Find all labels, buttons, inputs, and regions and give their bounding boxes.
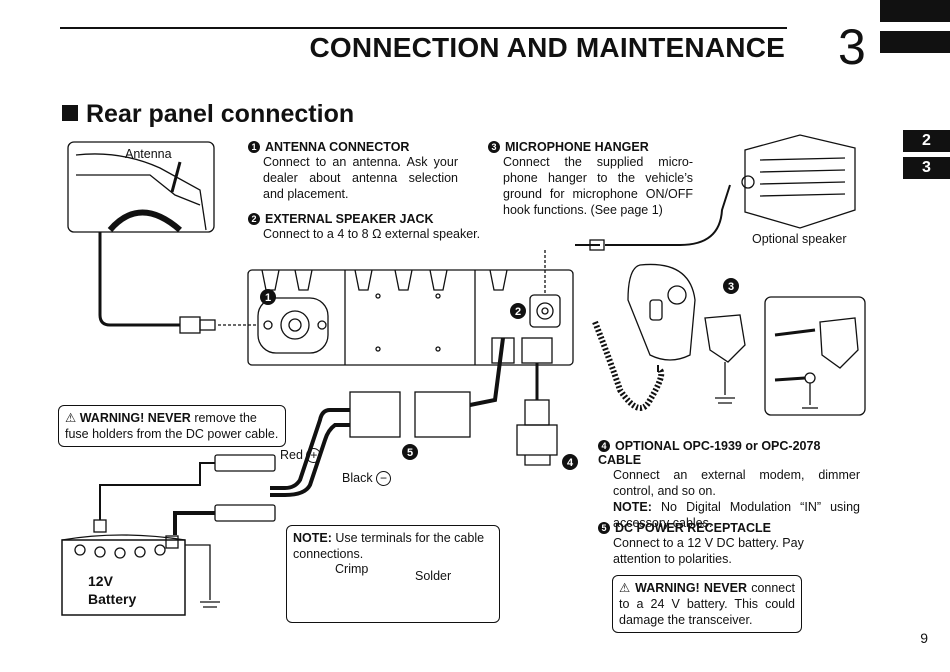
fuse-holder-left	[349, 391, 401, 438]
dc-power-cable	[469, 337, 505, 407]
antenna-connector	[280, 310, 310, 340]
chapter-title: CONNECTION AND MAINTENANCE	[309, 32, 785, 63]
minus-icon: −	[376, 471, 392, 486]
marker-2-circle	[510, 303, 526, 319]
microphone-hanger	[704, 314, 746, 363]
header-bar-bottom	[880, 31, 950, 53]
car-wheel	[107, 209, 182, 233]
warning-triangle-icon: ⚠	[65, 411, 77, 425]
fuse-holder-right	[414, 391, 471, 438]
microphone	[627, 263, 696, 361]
marker-2: 2	[515, 306, 521, 318]
antenna-mast	[170, 161, 182, 193]
black-label: Black −	[342, 471, 392, 486]
speaker-cable	[575, 184, 731, 246]
crimp-label: Crimp	[335, 562, 369, 576]
side-tab-2[interactable]: 2	[903, 130, 950, 152]
marker-4: 4	[567, 457, 574, 469]
plus-icon: +	[306, 448, 322, 463]
header-bar-top	[880, 0, 950, 22]
antenna-plug-tip	[199, 319, 216, 331]
marker-1-circle	[260, 289, 276, 305]
optional-speaker	[744, 134, 856, 229]
optional-speaker-label: Optional speaker	[752, 232, 847, 246]
fuse-warning: ⚠ WARNING! NEVER remove the fuse holders…	[58, 405, 286, 447]
antenna-plug	[179, 316, 201, 334]
speaker-jack	[536, 302, 554, 320]
car-outline	[75, 153, 207, 231]
marker-5: 5	[407, 447, 413, 459]
side-tab-3[interactable]: 3	[903, 157, 950, 179]
fuse-red	[214, 454, 276, 472]
chapter-number: 3	[838, 19, 866, 75]
hanger-detail-box	[764, 296, 866, 416]
section-square-icon	[62, 105, 78, 121]
marker-4-circle	[562, 454, 578, 470]
marker-1: 1	[265, 292, 271, 304]
battery-warning: ⚠ WARNING! NEVER connect to a 24 V batte…	[612, 575, 802, 633]
marker-3: 3	[728, 281, 734, 293]
solder-label: Solder	[415, 569, 452, 583]
section-title: Rear panel connection	[62, 100, 354, 129]
accessory-port	[521, 337, 553, 364]
terminals-note: NOTE: Use terminals for the cable connec…	[286, 525, 500, 623]
antenna-box	[67, 141, 215, 233]
ground-symbol	[715, 397, 735, 404]
antenna-cable	[98, 232, 180, 327]
red-label: Red +	[280, 448, 322, 463]
speaker-jack-housing	[529, 294, 561, 328]
page-number: 9	[920, 630, 928, 646]
transceiver-rear-panel	[247, 269, 574, 366]
header-rule	[60, 27, 787, 29]
car-window	[76, 174, 201, 206]
marker-3-circle	[723, 278, 739, 294]
antenna-label: Antenna	[125, 147, 172, 161]
microphone-cord	[592, 320, 665, 411]
battery	[61, 539, 186, 616]
marker-5-circle	[402, 444, 418, 460]
antenna-connector-plate	[257, 297, 329, 354]
warning-triangle-icon: ⚠	[619, 581, 631, 595]
fuse-black	[214, 504, 276, 522]
